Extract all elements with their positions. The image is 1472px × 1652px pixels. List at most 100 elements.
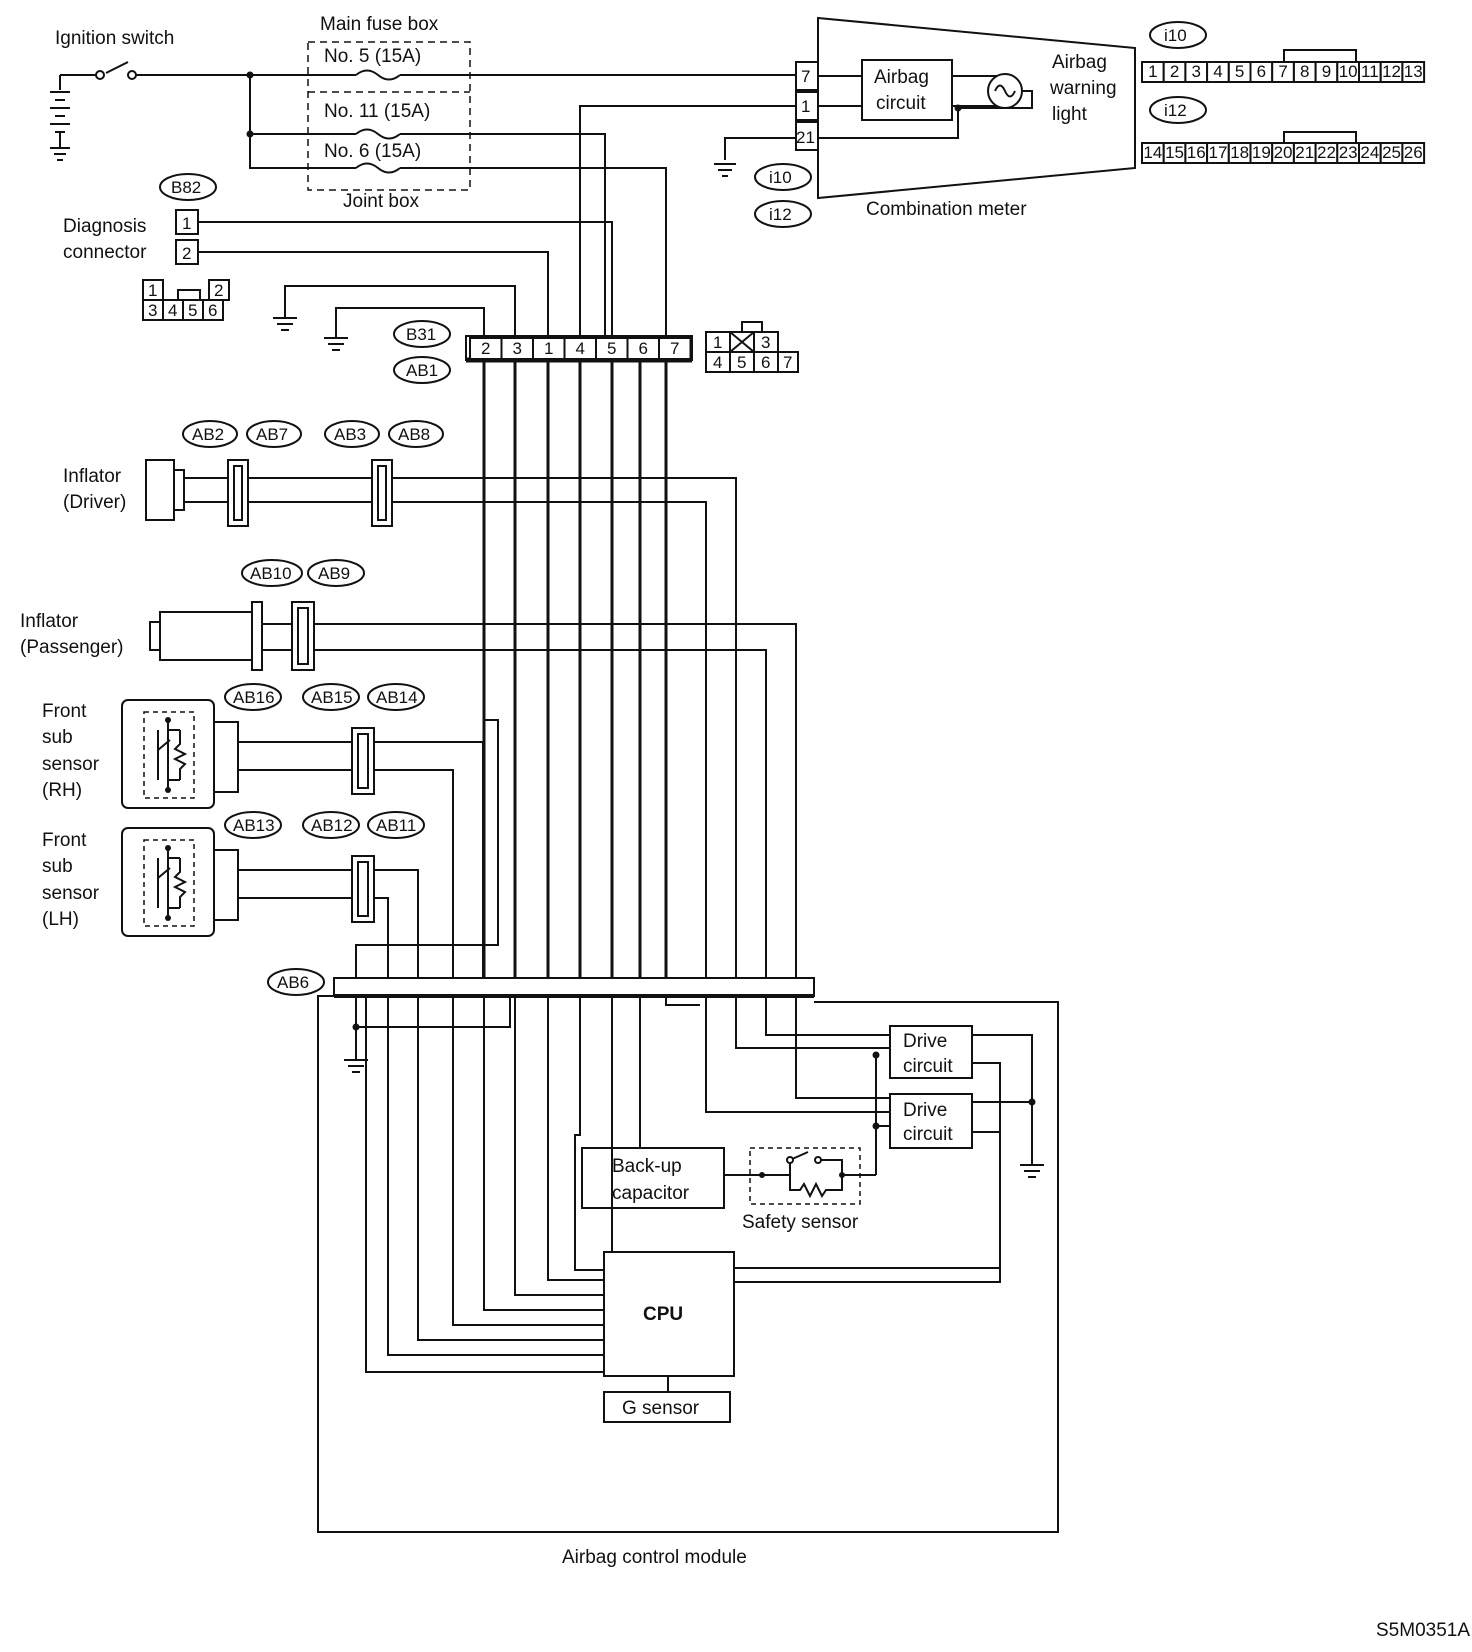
main-fuse-box: Main fuse box No. 5 (15A) No. 11 (15A) N… (307, 14, 471, 212)
g-sensor-label: G sensor (622, 1398, 700, 1419)
i10-pin: 5 (1235, 62, 1244, 81)
b31-pin: 5 (607, 339, 616, 358)
diag-face-5: 5 (188, 301, 197, 320)
b31-face-3: 3 (761, 333, 770, 352)
tag-AB7: AB7 (256, 425, 288, 444)
tag-AB6: AB6 (277, 973, 309, 992)
warning-light-label-1: Airbag (1052, 52, 1107, 73)
i10-pin: 7 (1278, 62, 1287, 81)
meter-pin-21: 21 (796, 128, 815, 147)
tag-i10: i10 (769, 168, 792, 187)
i10-pin: 9 (1322, 62, 1331, 81)
i10-pin: 10 (1339, 62, 1358, 81)
tag-i12-face: i12 (1164, 101, 1187, 120)
b31-face-1: 1 (713, 333, 722, 352)
b31-face-6: 6 (761, 353, 770, 372)
meter-pin-1: 1 (801, 97, 810, 116)
fuse-no11-label: No. 11 (15A) (324, 101, 430, 122)
tag-AB3: AB3 (334, 425, 366, 444)
backup-capacitor-label-2: capacitor (612, 1183, 690, 1204)
inflator-passenger-label-2: (Passenger) (20, 637, 124, 658)
fuse-no5-label: No. 5 (15A) (324, 46, 421, 67)
ignition-switch: Ignition switch (50, 28, 250, 161)
diag-face-3: 3 (148, 301, 157, 320)
i10-pin: 13 (1404, 62, 1423, 81)
tag-AB16: AB16 (233, 688, 275, 707)
tag-AB13: AB13 (233, 816, 275, 835)
diag-label-1: Diagnosis (63, 216, 146, 237)
airbag-circuit-label-1: Airbag (874, 67, 929, 88)
tag-i12: i12 (769, 205, 792, 224)
b31-pin: 2 (481, 339, 490, 358)
i12-pin: 26 (1404, 143, 1423, 162)
diagnosis-connector: B82 Diagnosis connector 1 2 1 2 3 4 5 6 (63, 173, 230, 321)
fuse-box-title: Main fuse box (320, 14, 439, 35)
module-label: Airbag control module (562, 1547, 747, 1568)
sensor-rh-label-1: Front (42, 701, 87, 722)
backup-capacitor-label-1: Back-up (612, 1156, 682, 1177)
tag-AB8: AB8 (398, 425, 430, 444)
diag-face-2: 2 (214, 281, 223, 300)
sensor-lh-label-2: sub (42, 856, 73, 877)
i12-pin: 15 (1165, 143, 1184, 162)
tag-AB14: AB14 (376, 688, 418, 707)
i12-pin: 22 (1317, 143, 1336, 162)
tag-B82: B82 (171, 178, 201, 197)
sensor-rh-label-3: sensor (42, 754, 100, 775)
i10-cell (1401, 61, 1426, 83)
diag-label-2: connector (63, 242, 147, 263)
inflator-passenger-label-1: Inflator (20, 611, 79, 632)
i12-pin: 17 (1208, 143, 1227, 162)
drive-circuit-1-label-2: circuit (903, 1056, 953, 1077)
i10-pin: 1 (1148, 62, 1157, 81)
i12-pin: 16 (1187, 143, 1206, 162)
i12-pin: 14 (1143, 143, 1162, 162)
b31-pin: 4 (576, 339, 585, 358)
i12-pin: 23 (1339, 143, 1358, 162)
i12-pin: 19 (1252, 143, 1271, 162)
b31-pin: 7 (670, 339, 679, 358)
tag-i10-face: i10 (1164, 26, 1187, 45)
sensor-lh-label-4: (LH) (42, 909, 79, 930)
diag-pin-2: 2 (182, 244, 191, 263)
meter-pin-7: 7 (801, 67, 810, 86)
i12-pin: 18 (1230, 143, 1249, 162)
b31-face-5: 5 (737, 353, 746, 372)
tag-AB15: AB15 (311, 688, 353, 707)
tag-AB11: AB11 (376, 816, 416, 835)
sensor-lh-label-3: sensor (42, 883, 100, 904)
inflator-driver-label-2: (Driver) (63, 492, 126, 513)
b31-face-7: 7 (783, 353, 792, 372)
i12-pin: 20 (1274, 143, 1293, 162)
i12-cell (1401, 142, 1426, 164)
i12-pin: 25 (1382, 143, 1401, 162)
ignition-switch-label: Ignition switch (55, 28, 174, 49)
fuse-no6-label: No. 6 (15A) (324, 141, 421, 162)
tag-AB2: AB2 (192, 425, 224, 444)
i12-pin: 21 (1295, 143, 1314, 162)
i10-pin: 8 (1300, 62, 1309, 81)
inflator-driver: Inflator (Driver) AB2 AB7 AB3 AB8 (63, 420, 444, 527)
airbag-circuit-label-2: circuit (876, 93, 926, 114)
front-sub-sensor-lh: Front sub sensor (LH) AB13 AB12 AB11 (42, 811, 425, 937)
ab6-connector: AB6 (267, 968, 815, 998)
b31-face-4: 4 (713, 353, 722, 372)
combination-meter-label: Combination meter (866, 199, 1027, 220)
safety-sensor-label: Safety sensor (742, 1212, 859, 1233)
sensor-rh-label-2: sub (42, 727, 73, 748)
cpu-label: CPU (643, 1304, 683, 1325)
tag-AB12: AB12 (311, 816, 353, 835)
front-sub-sensor-rh: Front sub sensor (RH) AB16 AB15 AB14 (42, 683, 425, 809)
i10-pin: 11 (1361, 62, 1379, 81)
drive-circuit-2-label-2: circuit (903, 1124, 953, 1145)
diag-face-6: 6 (208, 301, 217, 320)
b31-connector-face: 1 3 4 5 6 7 (705, 321, 799, 373)
b31-cell (658, 337, 692, 360)
tag-AB9: AB9 (318, 564, 350, 583)
i10-pin: 4 (1213, 62, 1222, 81)
diag-face-4: 4 (168, 301, 177, 320)
connector-tags-meter: i10 i12 i10 i12 (754, 21, 1207, 228)
b31-pin: 1 (544, 339, 553, 358)
